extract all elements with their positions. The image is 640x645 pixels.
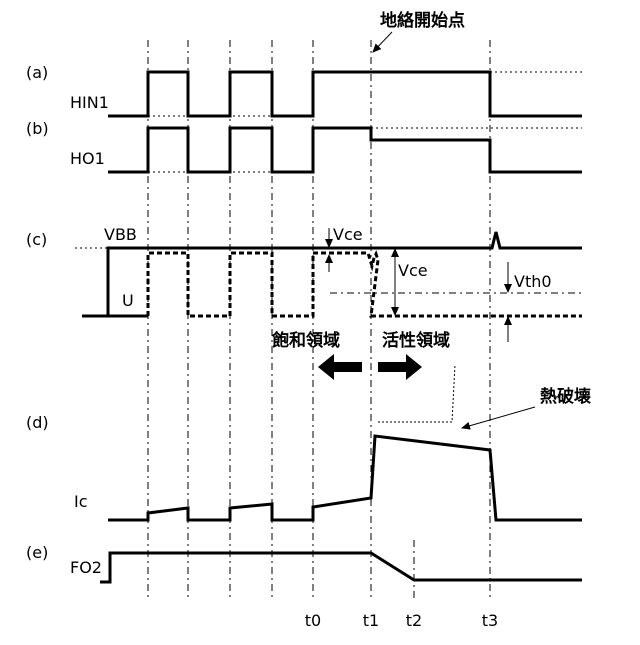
time-gridlines <box>148 40 490 600</box>
time-label-t3: t3 <box>482 611 498 630</box>
vce-large-label: Vce <box>398 261 428 280</box>
vce-small-label: Vce <box>333 225 363 244</box>
thermal-breakdown-label: 熱破壊 <box>540 386 592 407</box>
time-label-t0: t0 <box>305 611 321 630</box>
active-region-label: 活性領域 <box>382 330 450 351</box>
panel-label-a: (a) <box>26 63 48 82</box>
hin1-waveform <box>108 72 582 116</box>
signal-label-vbb: VBB <box>104 225 137 244</box>
signal-label-fo2: FO2 <box>70 558 102 577</box>
time-label-t2: t2 <box>406 611 422 630</box>
signal-label-u: U <box>122 291 134 310</box>
vth0-label: Vth0 <box>514 272 552 291</box>
saturation-region-label: 飽和領域 <box>271 330 340 351</box>
active-arrow-icon <box>378 354 422 380</box>
ic-waveform <box>108 436 582 520</box>
ground-fault-pointer <box>373 32 392 52</box>
vbb-waveform <box>108 232 582 316</box>
panel-label-d: (d) <box>26 413 49 432</box>
time-label-t1: t1 <box>363 611 379 630</box>
panel-label-b: (b) <box>26 119 49 138</box>
active-region-leader <box>378 365 455 422</box>
ho1-waveform <box>108 128 582 172</box>
panel-label-c: (c) <box>26 230 47 249</box>
saturation-arrow-icon <box>318 354 362 380</box>
signal-label-ic: Ic <box>74 492 88 511</box>
ground-fault-start-label: 地絡開始点 <box>380 10 465 31</box>
panel-label-e: (e) <box>26 543 48 562</box>
fo2-waveform <box>100 553 582 582</box>
signal-label-ho1: HO1 <box>70 149 105 168</box>
signal-label-hin1: HIN1 <box>70 93 109 112</box>
thermal-breakdown-pointer <box>462 407 535 428</box>
